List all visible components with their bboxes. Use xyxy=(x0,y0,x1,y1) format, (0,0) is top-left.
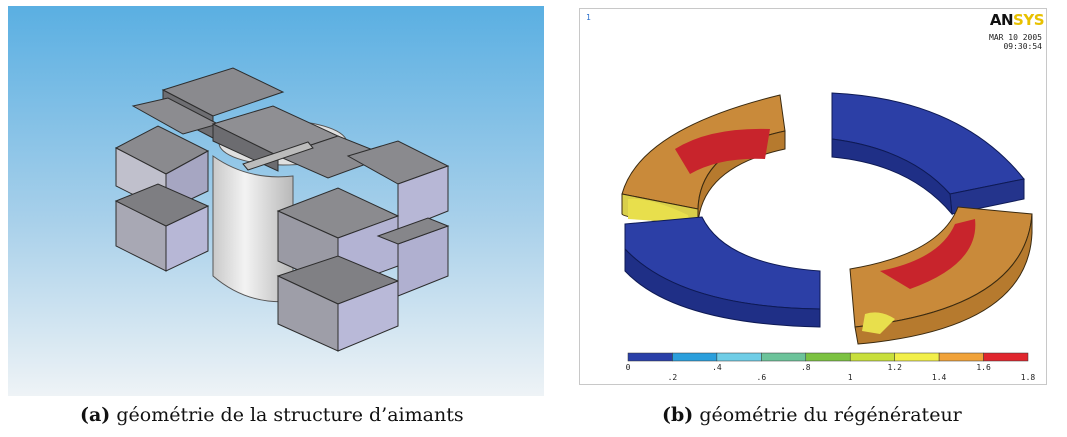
legend-ticks: 0 .4 .8 1.2 1.6 .2 .6 1 1.4 1.8 xyxy=(626,363,1036,382)
legend-tick-label: .8 xyxy=(801,363,811,372)
regenerator-plot: 1 ANSYS MAR 10 2005 09:30:54 xyxy=(579,8,1047,385)
ring-segment-bottom-left xyxy=(624,216,821,328)
legend-tick-label: .4 xyxy=(712,363,722,372)
legend-swatch xyxy=(627,352,673,362)
legend-swatch xyxy=(761,352,807,362)
legend-swatch xyxy=(894,352,940,362)
ring-segments: 0 .4 .8 1.2 1.6 .2 .6 1 1.4 1.8 xyxy=(621,92,1036,382)
magnet-blocks-right xyxy=(276,140,450,352)
legend-swatch xyxy=(672,352,718,362)
caption-a-label: (a) xyxy=(80,404,111,426)
legend-tick-label: 1.8 xyxy=(1021,373,1036,382)
legend-swatch xyxy=(716,352,762,362)
caption-a: (a) géométrie de la structure d’aimants xyxy=(80,404,464,426)
legend-tick-label: .6 xyxy=(757,373,767,382)
magnet-structure-render xyxy=(8,6,544,396)
magnet-blocks-top xyxy=(211,105,390,179)
magnet-structure-image xyxy=(8,6,544,396)
legend-color-bar xyxy=(627,352,1029,362)
ring-segment-top-left xyxy=(621,94,786,225)
legend-swatch xyxy=(938,352,984,362)
ring-segment-bottom-right xyxy=(849,206,1033,345)
magnet-blocks-left xyxy=(114,67,285,272)
plot-date: MAR 10 2005 xyxy=(989,33,1042,42)
legend-tick-label: 1.2 xyxy=(887,363,902,372)
legend-swatch xyxy=(805,352,851,362)
plot-time: 09:30:54 xyxy=(1003,42,1042,51)
legend-tick-label: 1.6 xyxy=(976,363,991,372)
caption-a-text: géométrie de la structure d’aimants xyxy=(116,404,464,426)
ansys-logo: ANSYS xyxy=(989,11,1045,29)
legend-tick-label: 1.4 xyxy=(932,373,947,382)
legend-tick-label: 0 xyxy=(626,363,631,372)
caption-b-text: géométrie du régénérateur xyxy=(699,404,962,426)
legend-swatch xyxy=(983,352,1029,362)
window-number: 1 xyxy=(586,13,591,22)
legend-swatch xyxy=(849,352,895,362)
ring-segment-top-right xyxy=(831,92,1025,216)
caption-b-label: (b) xyxy=(662,404,694,426)
logo-an: AN xyxy=(989,11,1014,29)
logo-sys: SYS xyxy=(1013,11,1044,29)
legend-tick-label: .2 xyxy=(668,373,678,382)
legend-tick-label: 1 xyxy=(848,373,853,382)
caption-b: (b) géométrie du régénérateur xyxy=(662,404,962,426)
